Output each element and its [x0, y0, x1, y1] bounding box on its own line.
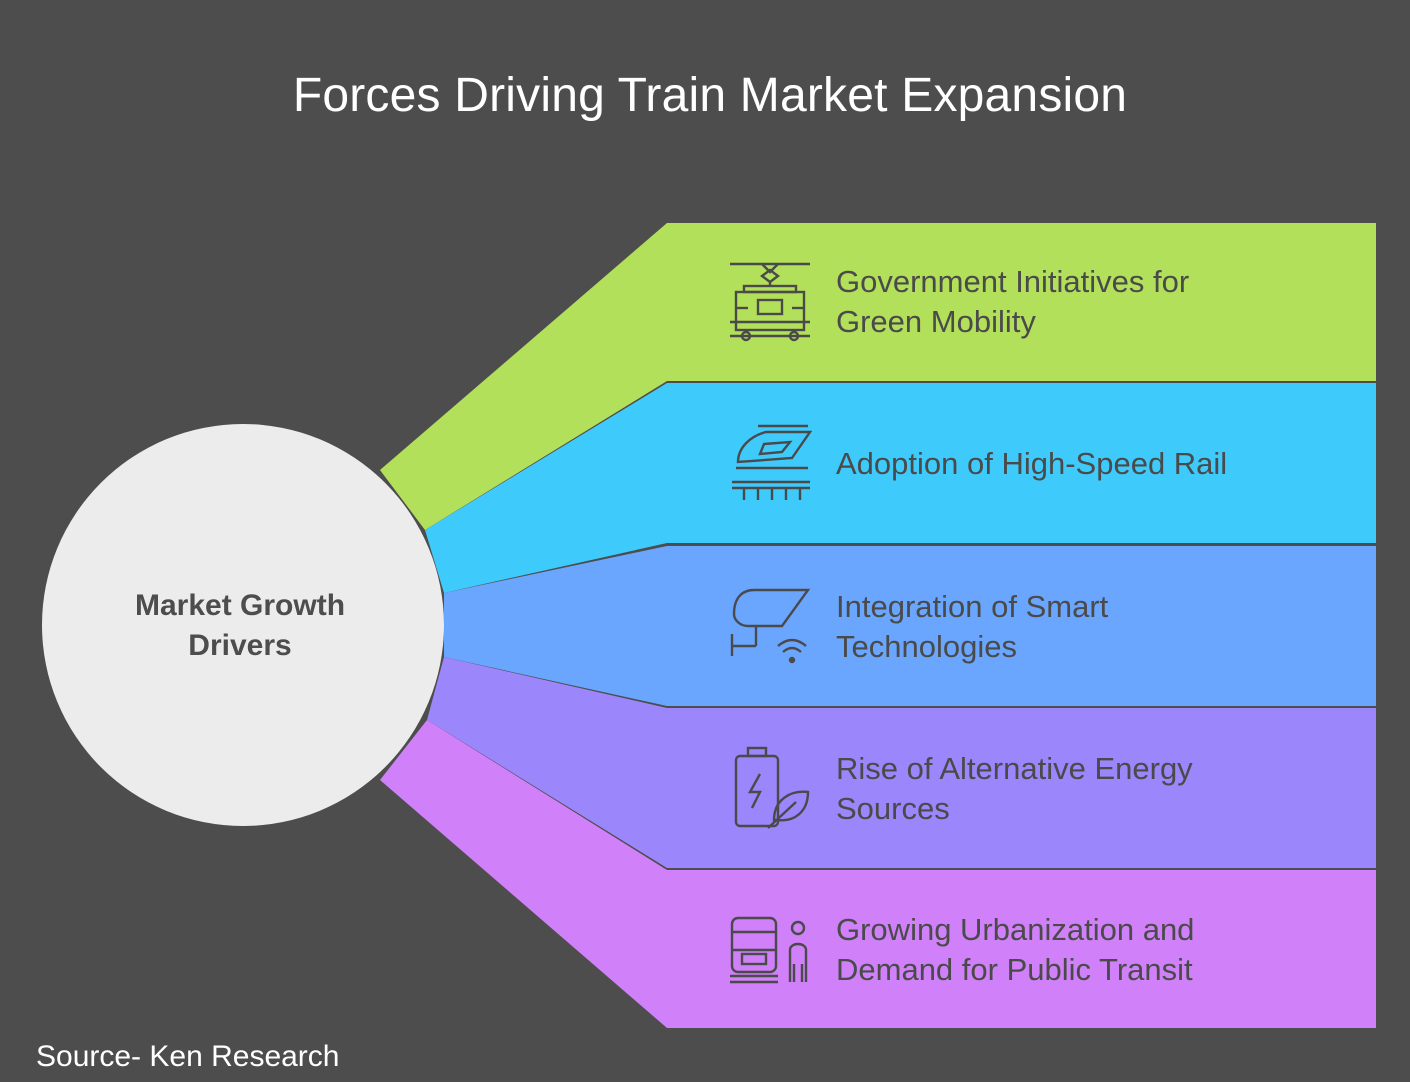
band-energy: [427, 657, 1376, 868]
tram-icon: [730, 262, 810, 342]
driver-label-energy: Rise of Alternative Energy Sources: [836, 751, 1193, 826]
diagram-title: Forces Driving Train Market Expansion: [292, 69, 1128, 122]
hub-circle: [42, 424, 444, 826]
high-speed-train-icon: [732, 424, 812, 500]
source-credit: Source- Ken Research: [36, 1040, 340, 1073]
driver-label-urbanization: Growing Urbanization and Demand for Publ…: [836, 912, 1195, 987]
driver-label-government: Government Initiatives for Green Mobilit…: [836, 264, 1190, 339]
smart-camera-wifi-icon: [730, 588, 811, 664]
driver-label-high-speed: Adoption of High-Speed Rail: [836, 446, 1228, 481]
hub-label: Market Growth Drivers: [134, 589, 346, 662]
battery-leaf-icon: [734, 746, 810, 829]
band-government: [380, 223, 1376, 530]
train-passenger-icon: [730, 916, 808, 984]
band-urbanization: [380, 720, 1376, 1028]
band-high-speed: [425, 383, 1376, 593]
band-smart-tech: [444, 546, 1376, 706]
driver-label-smart-tech: Integration of Smart Technologies: [836, 589, 1109, 664]
